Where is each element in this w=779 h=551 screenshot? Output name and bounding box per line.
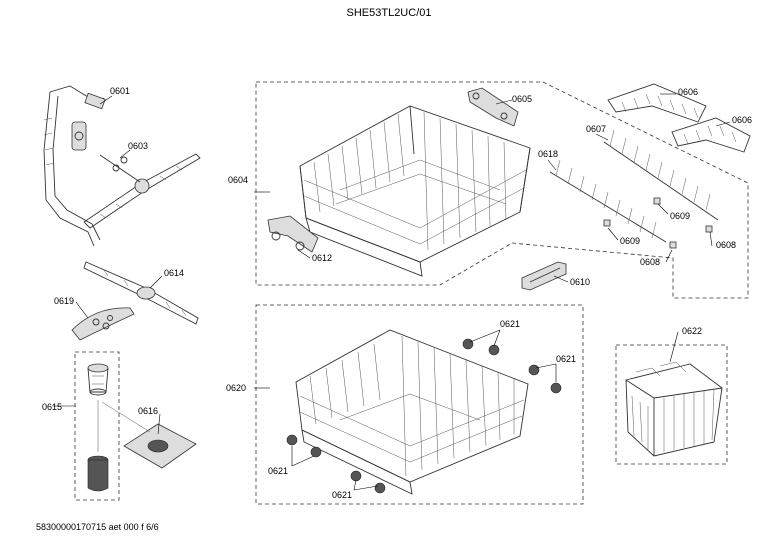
label-0604: 0604 bbox=[228, 175, 248, 185]
diagram-title: SHE53TL2UC/01 bbox=[347, 7, 432, 19]
cutlery-basket-part bbox=[625, 361, 723, 457]
rack-handle-part bbox=[521, 261, 567, 291]
label-0620: 0620 bbox=[226, 383, 246, 393]
label-0609-right: 0609 bbox=[670, 211, 690, 221]
rack-adjuster-part bbox=[467, 87, 519, 127]
filter-cylinder-part bbox=[87, 363, 109, 492]
label-0606-top: 0606 bbox=[678, 87, 698, 97]
label-0601: 0601 bbox=[110, 86, 130, 96]
label-0619: 0619 bbox=[54, 296, 74, 306]
lower-rack-group-outline bbox=[255, 304, 584, 505]
lower-basket-part bbox=[295, 329, 529, 495]
label-0621-upper-right: 0621 bbox=[556, 354, 576, 364]
label-0622: 0622 bbox=[682, 326, 702, 336]
fine-filter-part bbox=[71, 307, 135, 341]
upper-rack-group-outline bbox=[255, 81, 749, 299]
label-0608-right: 0608 bbox=[716, 240, 736, 250]
label-0614: 0614 bbox=[164, 268, 184, 278]
label-0610: 0610 bbox=[570, 277, 590, 287]
tine-row-part-0607 bbox=[603, 129, 719, 221]
label-0621-lower-left: 0621 bbox=[268, 466, 288, 476]
cup-shelf-part-bottom bbox=[671, 117, 751, 153]
label-0608-left: 0608 bbox=[640, 257, 660, 267]
label-0605: 0605 bbox=[512, 94, 532, 104]
label-0618: 0618 bbox=[538, 149, 558, 159]
label-0621-upper-left: 0621 bbox=[500, 319, 520, 329]
wheel-carrier-part bbox=[267, 215, 319, 253]
label-0621-lower-right: 0621 bbox=[332, 490, 352, 500]
filter-group-outline bbox=[74, 351, 120, 501]
leader-lines bbox=[52, 93, 731, 491]
part-labels: 0601 0603 0604 0605 0606 0606 0607 0618 … bbox=[42, 86, 752, 500]
upper-basket-part bbox=[299, 105, 531, 277]
diagram-footer: 58300000170715 aet 000 f 6/6 bbox=[36, 522, 159, 532]
cup-shelf-part-top bbox=[607, 83, 707, 123]
label-0609-left: 0609 bbox=[620, 236, 640, 246]
supply-pipe-part bbox=[43, 85, 106, 247]
label-0603: 0603 bbox=[128, 141, 148, 151]
tine-row-part-0618 bbox=[549, 159, 667, 243]
label-0615: 0615 bbox=[42, 402, 62, 412]
label-0612: 0612 bbox=[312, 253, 332, 263]
label-0607: 0607 bbox=[586, 124, 606, 134]
flat-filter-part bbox=[101, 401, 197, 469]
cutlery-basket-group-outline bbox=[615, 344, 728, 465]
label-0616: 0616 bbox=[138, 406, 158, 416]
label-0606-bottom: 0606 bbox=[732, 115, 752, 125]
rack-wheel-parts bbox=[286, 338, 562, 494]
upper-spray-arm-part bbox=[83, 153, 201, 229]
rack-clip-parts bbox=[603, 197, 713, 249]
lower-spray-arm-part bbox=[83, 261, 199, 325]
